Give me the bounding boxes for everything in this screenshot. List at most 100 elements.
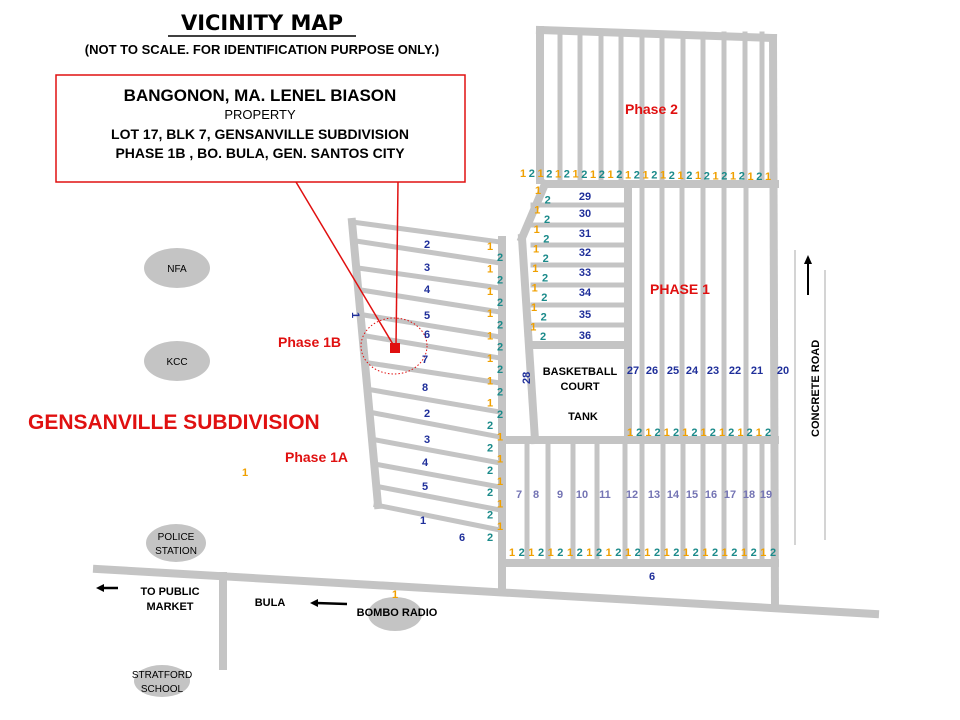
concrete-road: CONCRETE ROAD xyxy=(794,250,826,545)
corner-mark: 1 xyxy=(535,185,541,197)
svg-text:STRATFORD: STRATFORD xyxy=(132,670,192,681)
landmark-nfa: NFA xyxy=(144,248,210,288)
phase-1a-label: Phase 1A xyxy=(285,449,348,465)
arrow-left-icon xyxy=(310,599,348,607)
owner-name: BANGONON, MA. LENEL BIASON xyxy=(124,86,397,105)
phase-2-label: Phase 2 xyxy=(625,101,678,117)
lot-line xyxy=(373,437,503,466)
lot-number: 22 xyxy=(729,365,741,377)
basketball-court-label: BASKETBALL xyxy=(543,366,618,378)
lot-number: 4 xyxy=(424,284,431,296)
corner-mark: 2 xyxy=(540,331,546,343)
corner-mark: 2 xyxy=(543,253,549,265)
corner-mark: 1 xyxy=(586,547,592,559)
lot-number: 34 xyxy=(579,287,592,299)
corner-mark: 1 xyxy=(548,547,554,559)
corner-mark: 1 xyxy=(607,169,613,181)
corner-mark: 1 xyxy=(683,547,689,559)
lot-number: 27 xyxy=(627,365,639,377)
corner-mark: 2 xyxy=(497,409,503,421)
lot-number: 17 xyxy=(724,489,736,501)
corner-mark: 1 xyxy=(722,547,728,559)
corner-mark: 1 xyxy=(487,263,493,275)
bula-highway xyxy=(92,564,880,619)
lot-number: 9 xyxy=(557,489,563,501)
svg-text:1: 1 xyxy=(392,589,398,601)
subdivision-label: GENSANVILLE SUBDIVISION xyxy=(28,411,320,434)
lot-number: 16 xyxy=(705,489,717,501)
corner-mark: 1 xyxy=(741,547,747,559)
corner-mark: 1 xyxy=(644,547,650,559)
corner-mark: 1 xyxy=(719,427,725,439)
corner-mark: 1 xyxy=(487,375,493,387)
corner-mark: 1 xyxy=(487,331,493,343)
lot-number: 19 xyxy=(760,489,772,501)
corner-mark: 2 xyxy=(691,427,697,439)
corner-mark: 1 xyxy=(677,170,683,182)
corner-mark: 1 xyxy=(520,168,526,180)
to-public-market-label: TO PUBLIC xyxy=(140,586,199,598)
corner-mark: 2 xyxy=(581,169,587,181)
lot-number: 12 xyxy=(626,489,638,501)
lot-number: 8 xyxy=(533,489,539,501)
phase-1-label: PHASE 1 xyxy=(650,281,710,297)
corner-mark: 2 xyxy=(728,427,734,439)
east-road xyxy=(768,33,780,613)
corner-mark: 1 xyxy=(530,321,536,333)
lot-number: 5 xyxy=(424,310,430,322)
svg-text:SCHOOL: SCHOOL xyxy=(141,684,184,695)
road-network xyxy=(92,25,880,670)
phase2-top-road xyxy=(535,25,778,43)
lot-number: 35 xyxy=(579,309,591,321)
corner-mark: 1 xyxy=(532,263,538,275)
corner-mark: 1 xyxy=(531,302,537,314)
phase1-slant-road xyxy=(516,178,551,244)
corner-mark: 1 xyxy=(664,547,670,559)
corner-mark: 2 xyxy=(487,420,493,432)
corner-mark: 2 xyxy=(545,195,551,207)
corner-mark: 1 xyxy=(487,353,493,365)
corner-mark: 1 xyxy=(664,427,670,439)
corner-mark: 1 xyxy=(487,398,493,410)
property-callout: BANGONON, MA. LENEL BIASON PROPERTY LOT … xyxy=(55,74,466,183)
corner-mark: 1 xyxy=(701,427,707,439)
lot-line xyxy=(377,462,503,490)
corner-mark: 1 xyxy=(567,547,573,559)
map-subtitle: (NOT TO SCALE. FOR IDENTIFICATION PURPOS… xyxy=(85,42,439,57)
corner-mark: 2 xyxy=(497,297,503,309)
basketball-court-label-2: COURT xyxy=(560,381,599,393)
corner-mark: 1 xyxy=(509,547,515,559)
corner-mark: 2 xyxy=(770,547,776,559)
corner-mark: 2 xyxy=(655,427,661,439)
corner-mark: 2 xyxy=(546,168,552,180)
corner-mark: 2 xyxy=(673,547,679,559)
lot-line xyxy=(349,219,503,245)
corner-mark: 1 xyxy=(702,547,708,559)
lot-number: 18 xyxy=(743,489,755,501)
corner-mark: 2 xyxy=(654,547,660,559)
corner-mark: 1 xyxy=(528,547,534,559)
lot-line xyxy=(366,360,503,386)
corner-mark: 2 xyxy=(686,170,692,182)
corner-mark: 2 xyxy=(596,547,602,559)
corner-mark: 1 xyxy=(497,431,503,443)
property-lot: LOT 17, BLK 7, GENSANVILLE SUBDIVISION xyxy=(111,126,409,142)
corner-mark: 2 xyxy=(543,234,549,246)
corner-mark: 1 xyxy=(642,170,648,182)
lot-number: 4 xyxy=(422,457,429,469)
corner-mark: 2 xyxy=(651,170,657,182)
corner-mark: 2 xyxy=(519,547,525,559)
corner-mark: 1 xyxy=(606,547,612,559)
corner-mark: 2 xyxy=(487,465,493,477)
lot-line xyxy=(353,238,503,266)
corner-mark: 1 xyxy=(534,205,540,217)
lot-number: 2 xyxy=(424,239,430,251)
corner-mark: 1 xyxy=(572,169,578,181)
lot-number: 7 xyxy=(422,354,428,366)
landmark-stratford-school: STRATFORD SCHOOL xyxy=(132,665,192,697)
lot-line xyxy=(371,410,503,440)
svg-text:NFA: NFA xyxy=(167,264,187,275)
lot-line xyxy=(358,287,503,315)
to-public-market-label-2: MARKET xyxy=(146,601,193,613)
